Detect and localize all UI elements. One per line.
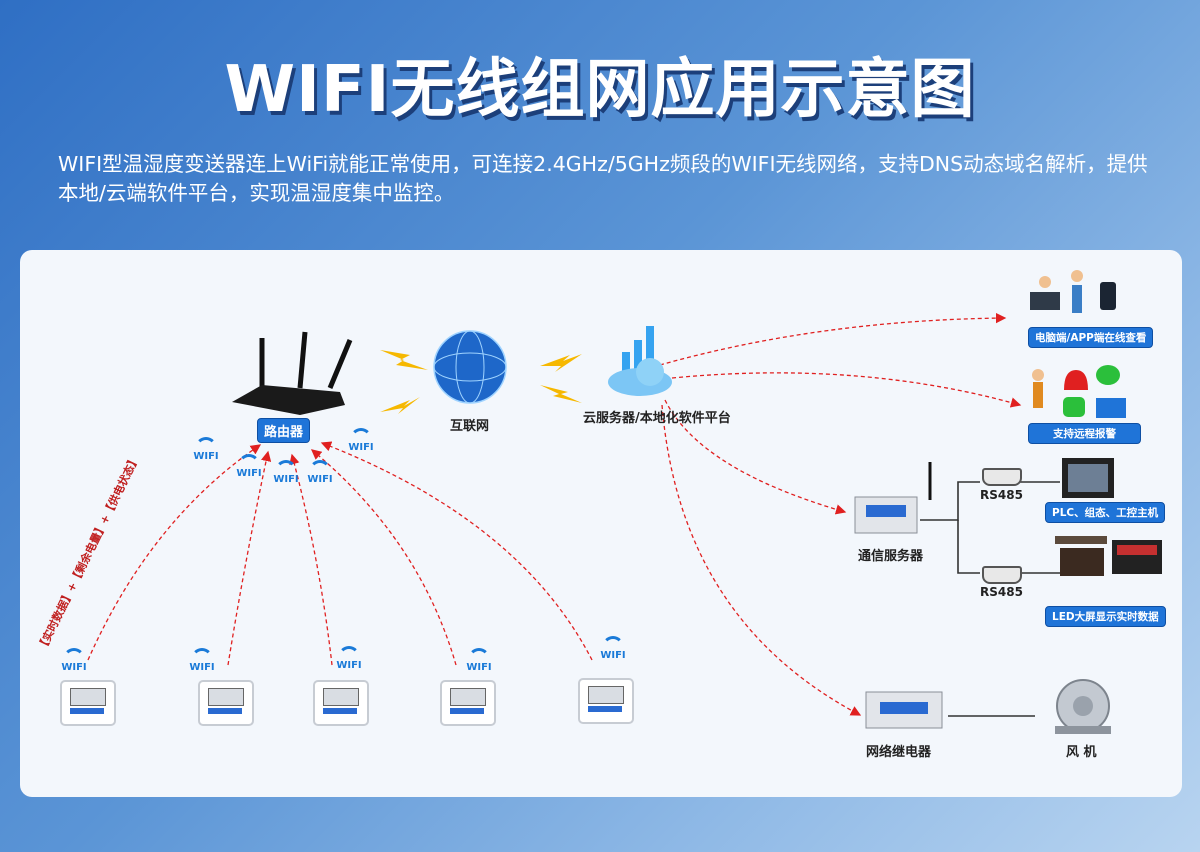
arrow-to-comm xyxy=(664,399,847,515)
wifi-badge: WIFI xyxy=(459,648,499,673)
wifi-badge: WIFI xyxy=(300,460,340,485)
arrow-sensor-4 xyxy=(311,449,457,666)
arrow-sensor-3 xyxy=(289,453,333,666)
lightning-3 xyxy=(540,354,582,372)
cloud-label: 云服务器/本地化软件平台 xyxy=(583,411,731,426)
arrow-to-relay xyxy=(661,404,862,716)
led-label: LED大屏显示实时数据 xyxy=(1045,606,1166,627)
wifi-badge: WIFI xyxy=(329,646,369,671)
led-screen-icon xyxy=(1055,536,1162,576)
arrow-sensor-2 xyxy=(227,450,272,666)
wifi-badge: WIFI xyxy=(186,437,226,462)
rs485-connector-icon xyxy=(982,468,1022,486)
arrow-sensor-1 xyxy=(87,444,262,661)
lightning-4 xyxy=(540,385,582,403)
fan-label: 风 机 xyxy=(1066,745,1097,760)
internet-label: 互联网 xyxy=(450,419,490,434)
plc-label: PLC、组态、工控主机 xyxy=(1045,502,1166,523)
page-title: WIFI无线组网应用示意图 xyxy=(224,53,976,127)
wifi-badge: WIFI xyxy=(266,460,306,485)
router-icon xyxy=(232,331,353,415)
relay-icon xyxy=(865,691,943,729)
globe-icon xyxy=(433,330,507,404)
rs485-label: RS485 xyxy=(980,585,1023,599)
alarm-icons xyxy=(1032,365,1126,418)
fan-icon xyxy=(1055,679,1111,734)
sensor-device xyxy=(283,680,395,770)
arrow-sensor-5 xyxy=(320,441,593,661)
plc-monitor-icon xyxy=(1062,458,1114,498)
arrow-to-pc xyxy=(659,312,1007,366)
lightning-2 xyxy=(380,397,420,414)
alarm-label: 支持远程报警 xyxy=(1028,423,1141,444)
sensor-device xyxy=(410,680,522,770)
comm-server-label: 通信服务器 xyxy=(858,549,924,564)
rs485-label: RS485 xyxy=(980,488,1023,502)
wifi-badge: WIFI xyxy=(341,428,381,453)
comm-server-icon xyxy=(854,462,932,534)
wifi-badge: WIFI xyxy=(182,648,222,673)
relay-label: 网络继电器 xyxy=(866,745,932,760)
cloud-icon xyxy=(608,326,672,396)
sensor-device xyxy=(30,680,142,770)
router-label: 路由器 xyxy=(257,418,311,443)
pc-app-icon xyxy=(1030,270,1116,313)
arrow-to-alarm xyxy=(671,372,1022,408)
wifi-badge: WIFI xyxy=(593,636,633,661)
lightning-1 xyxy=(380,350,428,370)
pc-app-label: 电脑端/APP端在线查看 xyxy=(1028,327,1154,348)
wifi-badge: WIFI xyxy=(229,454,269,479)
wifi-badge: WIFI xyxy=(54,648,94,673)
sensor-device xyxy=(168,680,280,770)
description: WIFI型温湿度变送器连上WiFi就能正常使用，可连接2.4GHz/5GHz频段… xyxy=(58,152,1148,205)
rs485-connector-icon xyxy=(982,566,1022,584)
sensor-device xyxy=(548,678,660,768)
